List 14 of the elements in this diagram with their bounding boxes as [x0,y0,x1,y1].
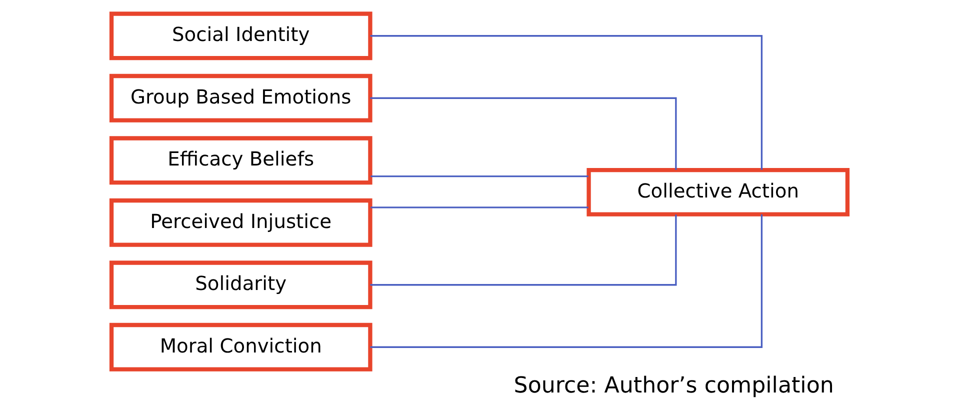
node-box: Social Identity [108,12,372,60]
node-box: Group Based Emotions [108,74,372,122]
node-box: Efficacy Beliefs [108,136,372,185]
connector [370,175,588,178]
connector [370,97,676,170]
caption: Source: Author’s compilation [513,372,834,399]
node-box: Collective Action [586,168,850,216]
node-box: Moral Conviction [108,322,372,372]
connector [370,206,588,208]
node-box: Perceived Injustice [108,198,372,247]
node-box: Solidarity [108,260,372,310]
connector [370,214,676,286]
connector [370,214,762,348]
connector [370,35,762,170]
